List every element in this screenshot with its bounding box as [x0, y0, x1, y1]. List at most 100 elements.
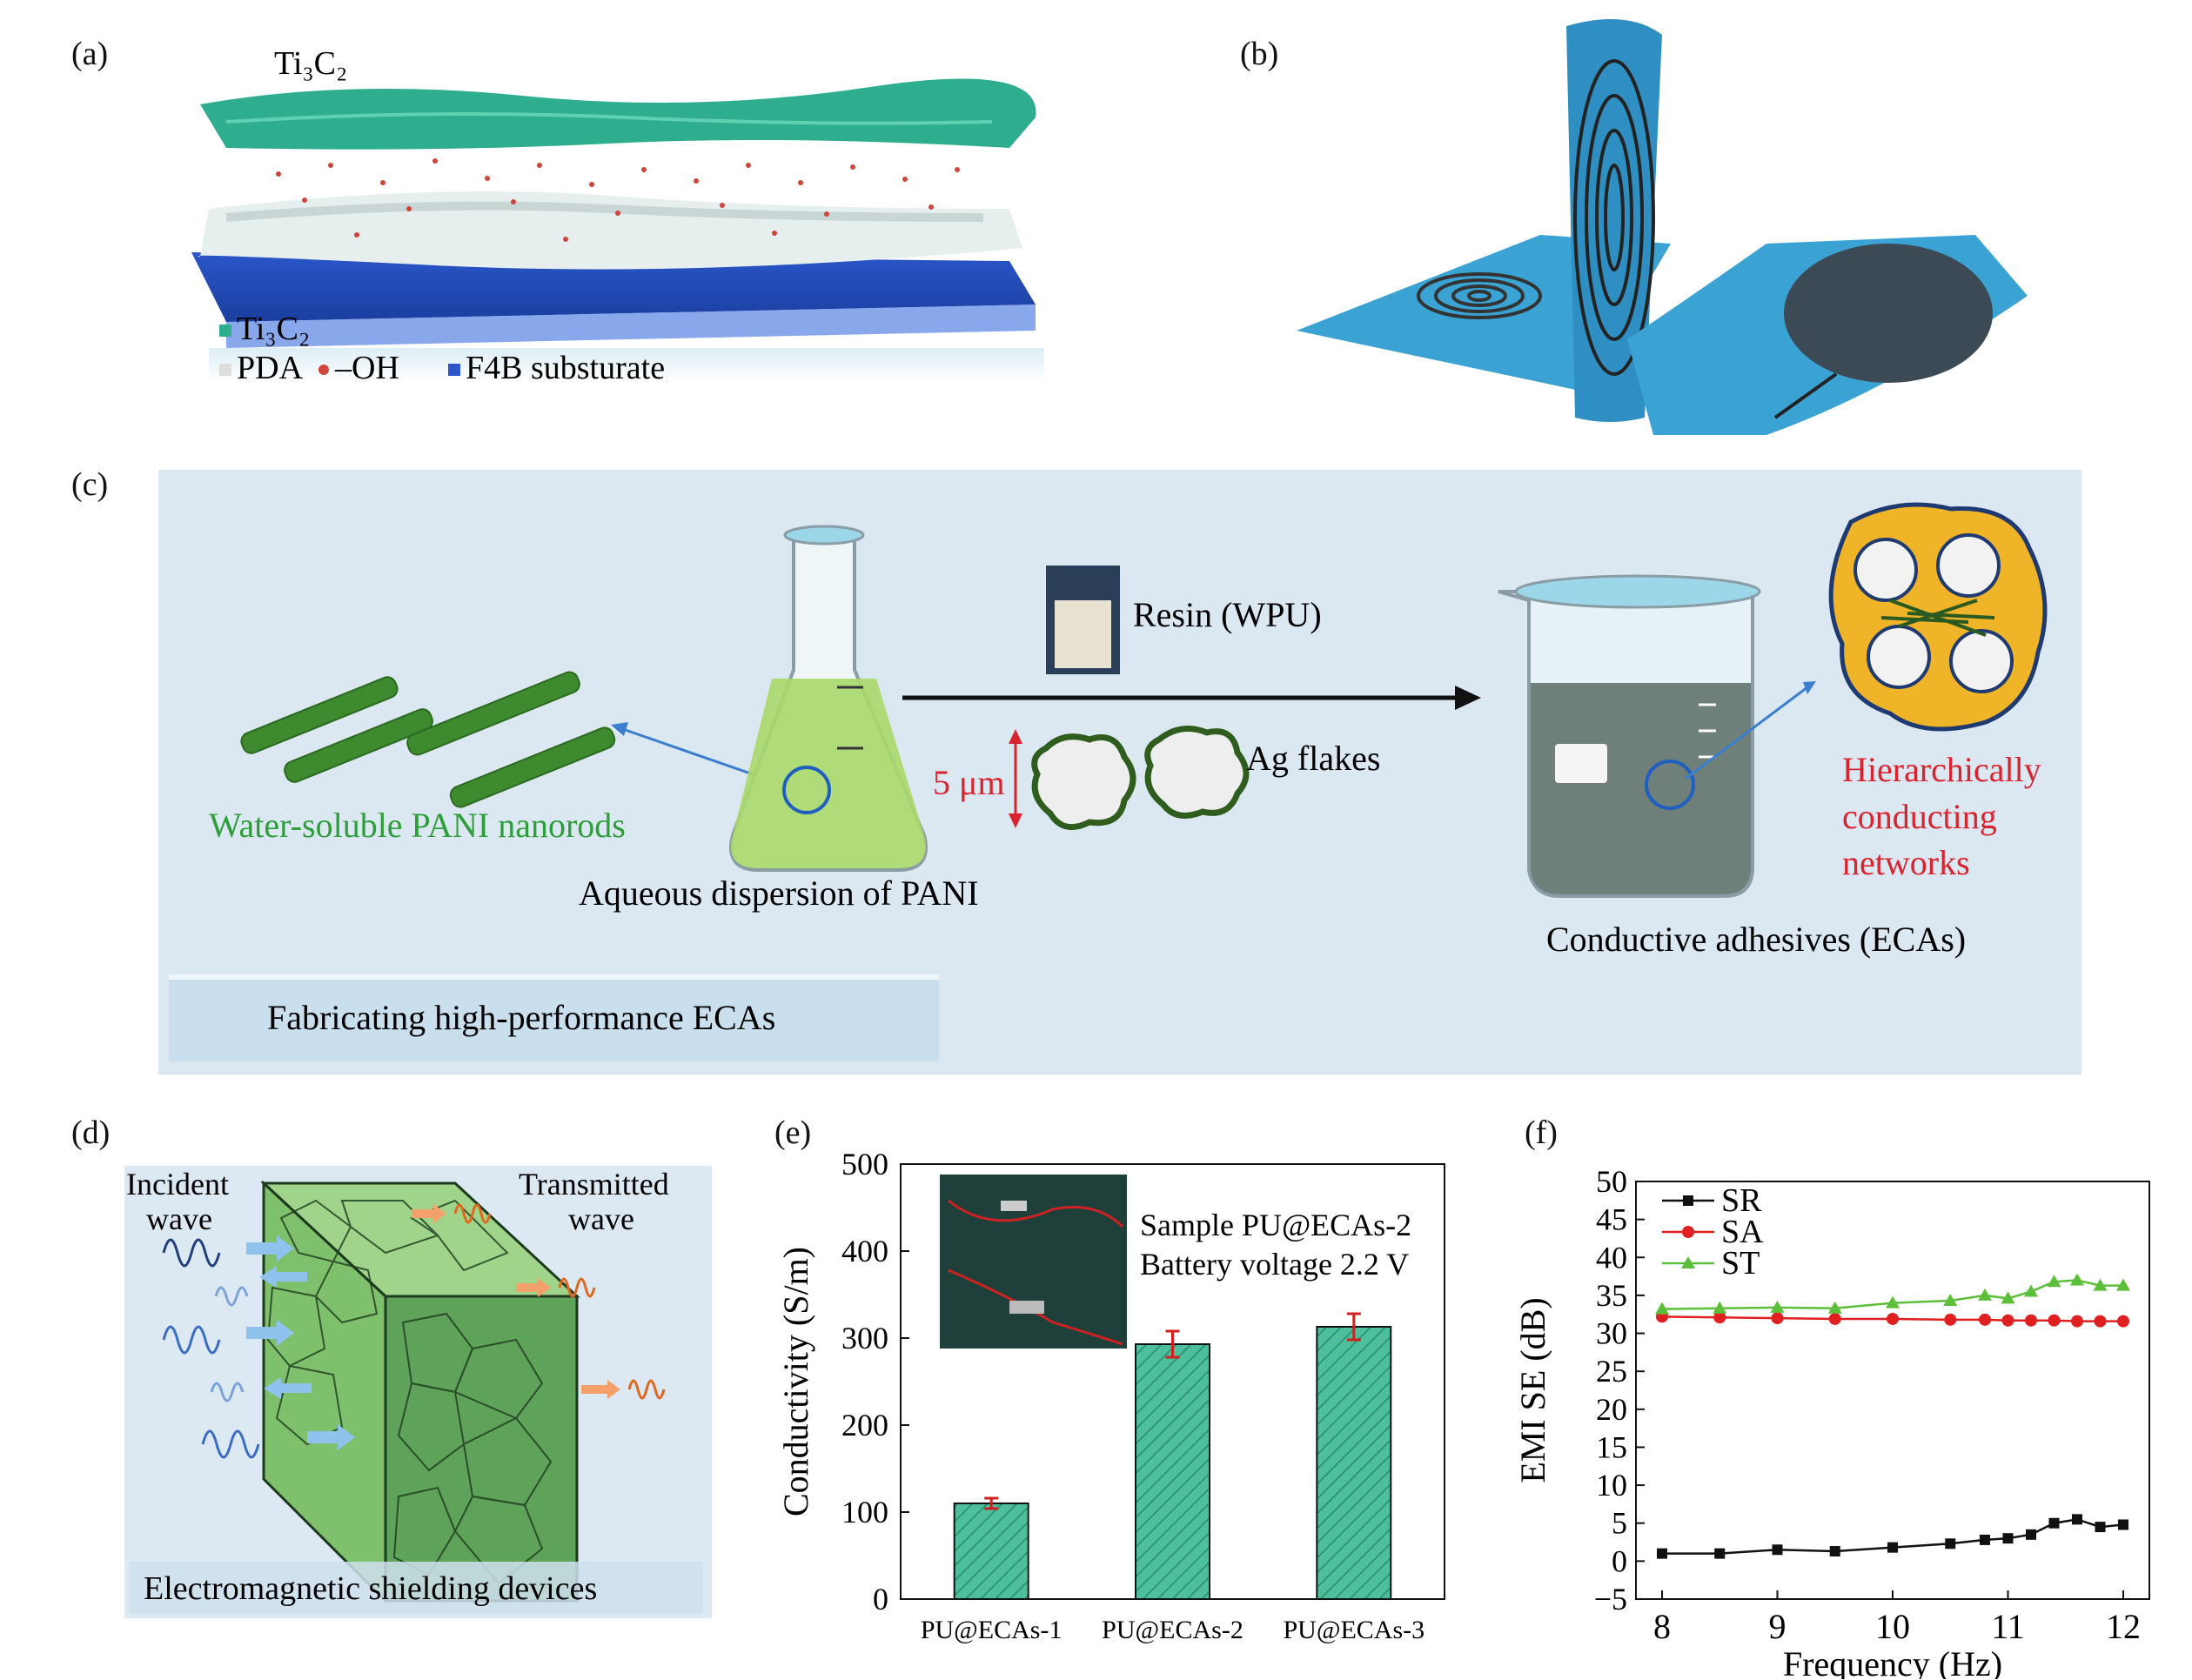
f-ytick-label: 5	[1612, 1506, 1627, 1541]
f-point-sa	[1713, 1311, 1726, 1324]
transmitted-label-1: Transmitted	[519, 1167, 669, 1201]
inset-photo	[940, 1175, 1127, 1349]
e-ytick-label: 0	[873, 1582, 888, 1616]
pda-legend-swatch	[219, 364, 231, 376]
f-legend-label: SR	[1721, 1182, 1762, 1219]
e-ytick-label: 300	[841, 1321, 888, 1355]
f-ytick-label: 50	[1596, 1164, 1627, 1199]
transmitted-label-2: wave	[568, 1201, 634, 1236]
scale-label: 5 μm	[933, 763, 1005, 802]
f-xtick-label: 10	[1875, 1607, 1910, 1646]
f-ytick-label: 35	[1596, 1278, 1627, 1313]
e-category-label: PU@ECAs-2	[1102, 1616, 1243, 1644]
panel-b-label: (b)	[1240, 36, 1279, 72]
f-ytick-label: 15	[1596, 1429, 1627, 1464]
banner-c-text: Fabricating high-performance ECAs	[267, 998, 775, 1037]
f-ylabel: EMI SE (dB)	[1513, 1297, 1552, 1483]
panel-f-label: (f)	[1525, 1114, 1558, 1151]
f-legend-marker	[1683, 1195, 1693, 1206]
legend-oh: –OH	[334, 350, 399, 386]
f-xtick-label: 12	[2106, 1607, 2141, 1646]
erlenmeyer-flask	[729, 525, 928, 872]
network-label-1: Hierarchically	[1842, 750, 2041, 789]
f-xtick-label: 9	[1769, 1607, 1786, 1646]
e-ylabel: Conductivity (S/m)	[776, 1247, 815, 1516]
f-ytick-label: 20	[1596, 1392, 1627, 1427]
ti3c2-top-label: Ti₃C₂	[274, 45, 347, 82]
f-plot-frame	[1635, 1181, 2150, 1600]
f-point-sa	[2094, 1315, 2107, 1328]
f-point-st	[1827, 1301, 1842, 1314]
f-point-st	[2024, 1284, 2038, 1297]
f-point-sa	[2117, 1315, 2129, 1328]
e-ytick-label: 200	[841, 1408, 888, 1442]
f-ytick-label: 40	[1596, 1240, 1627, 1275]
f-ytick-label: 45	[1596, 1202, 1627, 1237]
panel-d-label: (d)	[71, 1114, 111, 1151]
f4b-legend-swatch	[448, 364, 460, 376]
pani-nanorods-label: Water-soluble PANI nanorods	[209, 806, 626, 845]
flexible-antenna-illustration	[1297, 19, 2028, 435]
f-point-st	[2093, 1278, 2108, 1291]
f-point-sr	[2095, 1522, 2106, 1533]
f-point-sr	[1945, 1538, 1956, 1549]
e-ytick-label: 400	[841, 1234, 888, 1268]
e-category-label: PU@ECAs-1	[921, 1616, 1062, 1644]
f-point-st	[1713, 1301, 1727, 1314]
e-ytick-label: 100	[841, 1495, 888, 1529]
f-point-st	[2070, 1273, 2084, 1286]
e-bar	[1135, 1343, 1210, 1600]
f-point-sr	[1657, 1548, 1667, 1559]
beaker-label: Conductive adhesives (ECAs)	[1546, 920, 1966, 959]
f-point-sr	[1887, 1542, 1898, 1553]
incident-label-1: Incident	[126, 1167, 229, 1201]
f-xtick-label: 11	[1991, 1607, 2025, 1646]
e-category-label: PU@ECAs-3	[1284, 1616, 1425, 1644]
pani-nanorods	[240, 671, 616, 808]
inset-text-2: Battery voltage 2.2 V	[1140, 1247, 1409, 1282]
f-legend-marker	[1681, 1256, 1695, 1268]
beaker	[1498, 574, 1761, 898]
f-point-sa	[1828, 1312, 1841, 1325]
f-point-sa	[2071, 1315, 2083, 1328]
f-point-sr	[1772, 1544, 1783, 1556]
f-legend-marker	[1682, 1226, 1694, 1238]
f-point-sr	[1980, 1534, 1990, 1545]
f-point-st	[2001, 1291, 2015, 1304]
panel-c-label: (c)	[71, 466, 109, 503]
ecas-process-diagram: Water-soluble PANI nanorods Aqueous disp…	[169, 502, 2048, 1061]
f-point-st	[1770, 1300, 1785, 1313]
f-point-st	[1943, 1294, 1958, 1307]
oh-legend-dot	[318, 365, 329, 375]
f-point-sa	[1979, 1313, 1991, 1326]
f-point-sa	[2048, 1314, 2061, 1327]
inset-text-1: Sample PU@ECAs-2	[1140, 1208, 1411, 1242]
f-point-sr	[2118, 1519, 2128, 1530]
f-legend-label: SA	[1721, 1214, 1764, 1250]
f-ytick-label: 30	[1596, 1316, 1627, 1351]
f-point-st	[1886, 1295, 1900, 1309]
flask-label: Aqueous dispersion of PANI	[579, 873, 979, 913]
f-ytick-label: −5	[1594, 1582, 1627, 1616]
f-ytick-label: 0	[1612, 1543, 1627, 1578]
e-ytick-label: 500	[841, 1148, 888, 1181]
f-point-sa	[2001, 1314, 2014, 1327]
shielding-diagram: Incident wave Transmitted wave Electroma…	[124, 1166, 712, 1618]
legend-pda: PDA	[237, 350, 304, 386]
f-point-sr	[2026, 1529, 2036, 1540]
f-point-sr	[2002, 1533, 2014, 1544]
f-xtick-label: 8	[1653, 1607, 1671, 1646]
ag-flakes-label: Ag flakes	[1246, 739, 1380, 778]
panel-e-label: (e)	[774, 1114, 812, 1151]
f-point-sa	[1887, 1312, 1899, 1325]
panel-a-label: (a)	[71, 36, 109, 72]
f-point-st	[2047, 1275, 2061, 1288]
f-point-sa	[2025, 1314, 2037, 1327]
f-point-sa	[1944, 1313, 1957, 1326]
network-label-2: conducting	[1842, 797, 1997, 836]
e-bar	[1316, 1326, 1392, 1600]
network-label-3: networks	[1842, 843, 1970, 882]
